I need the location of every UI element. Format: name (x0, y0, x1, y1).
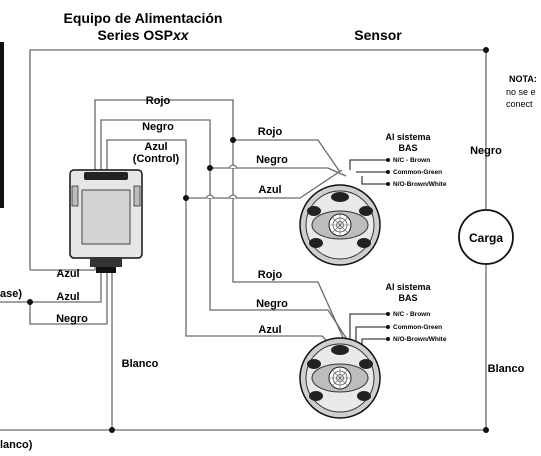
bas-bottom-dot-1 (386, 312, 390, 316)
label-negro-3: Negro (256, 298, 288, 310)
label-rojo-1: Rojo (146, 95, 171, 107)
nota-heading: NOTA: (509, 74, 537, 84)
label-negro-2: Negro (256, 154, 288, 166)
label-partial-blanco: lanco) (0, 439, 33, 451)
title-line-2: Series OSPxx (97, 27, 189, 43)
bas-top-wire-3 (361, 176, 386, 185)
bas-top-wire-1 (349, 159, 386, 170)
label-azul-left-2: Azul (56, 291, 79, 303)
bas-top-nc: N/C - Brown (393, 157, 430, 164)
junction-bottom-right (483, 427, 489, 433)
wire-negro-left (29, 262, 108, 325)
bas-bottom-wire-2 (355, 326, 386, 344)
bas-top-line-2: BAS (398, 143, 417, 153)
junction-rojo (230, 137, 236, 143)
nota-line-1: no se e (506, 87, 536, 97)
title-line-1: Equipo de Alimentación (64, 10, 223, 26)
wire-negro-top-sensor (210, 167, 347, 177)
bas-top-common: Common-Green (393, 169, 442, 176)
bas-top-no: N/O-Brown/White (393, 181, 447, 188)
wire-azul-left-2 (0, 262, 102, 303)
power-pack-icon (69, 169, 143, 273)
bas-bottom-common: Common-Green (393, 324, 442, 331)
junction-left (27, 299, 33, 305)
nota-line-2: conect (506, 99, 533, 109)
occupancy-sensor-icon (299, 337, 381, 419)
load-blanco-label: Blanco (488, 363, 525, 375)
label-blanco: Blanco (122, 358, 159, 370)
wire-rojo-main (94, 99, 346, 343)
bas-bottom-no: N/O-Brown/White (393, 336, 447, 343)
label-azul-control-2: (Control) (133, 153, 180, 165)
wire-rojo-top-sensor (233, 139, 341, 173)
junction-blanco (109, 427, 115, 433)
label-negro-left: Negro (56, 313, 88, 325)
label-rojo-3: Rojo (258, 269, 283, 281)
wire-negro-main (100, 119, 351, 345)
wire-azul-control (106, 139, 343, 199)
junction-negro (207, 165, 213, 171)
left-panel-edge (0, 42, 4, 208)
junction-azul (183, 195, 189, 201)
bas-bottom-dot-2 (386, 325, 390, 329)
junction-top-right (483, 47, 489, 53)
bas-bottom-wire-1 (349, 313, 386, 342)
load-label: Carga (469, 231, 503, 245)
wire-top-loop (29, 49, 487, 270)
occupancy-sensor-icon (299, 184, 381, 266)
wire-cross-2 (228, 194, 238, 199)
bas-bottom-line-2: BAS (398, 293, 417, 303)
load-circle-icon (458, 209, 514, 265)
bas-top-line-1: Al sistema (385, 132, 431, 142)
load-negro-label: Negro (470, 145, 502, 157)
label-rojo-2: Rojo (258, 126, 283, 138)
bas-bottom-nc: N/C - Brown (393, 311, 430, 318)
bas-top-dot-3 (386, 182, 390, 186)
label-azul-control-1: Azul (144, 141, 167, 153)
bas-bottom-dot-3 (386, 337, 390, 341)
label-negro-1: Negro (142, 121, 174, 133)
bas-bottom-line-1: Al sistema (385, 282, 431, 292)
bas-top-dot-1 (386, 158, 390, 162)
label-azul-2: Azul (258, 184, 281, 196)
label-partial-base: ase) (0, 288, 22, 300)
label-azul-left-1: Azul (56, 268, 79, 280)
wire-cross-3 (205, 194, 215, 199)
label-azul-3: Azul (258, 324, 281, 336)
sensor-heading: Sensor (354, 27, 402, 43)
wire-cross-1 (228, 164, 238, 169)
bas-top-dot-2 (386, 170, 390, 174)
